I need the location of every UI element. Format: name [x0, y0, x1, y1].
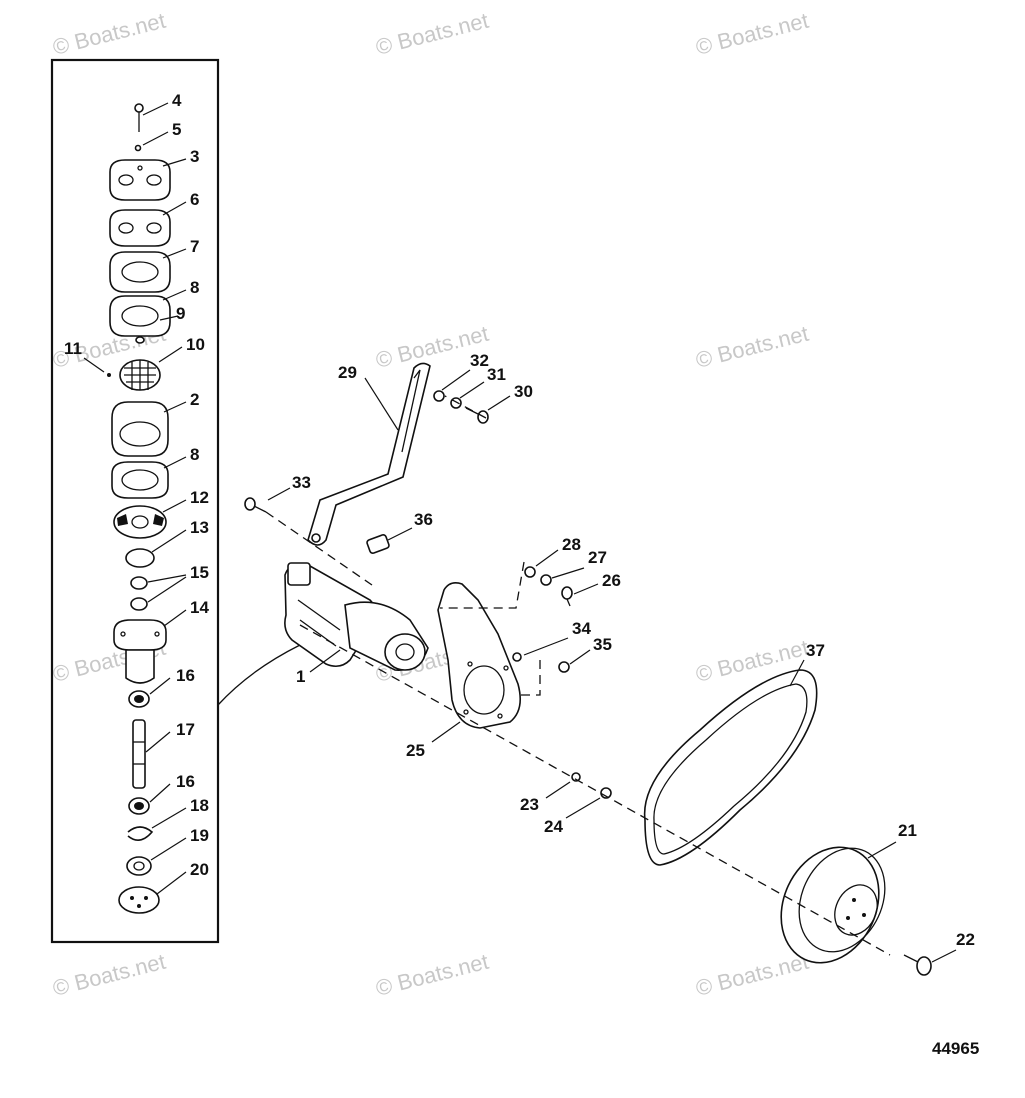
drawing-number: 44965 [932, 1039, 979, 1058]
callout-32: 32 [470, 351, 489, 370]
watermark: © Boats.net [50, 8, 168, 60]
bearing-housing-part-14 [113, 619, 167, 684]
callout-14: 14 [190, 598, 209, 617]
lockwasher-part-27 [540, 574, 552, 586]
seal-part-15 [130, 576, 148, 611]
spacer-part-28 [524, 566, 536, 578]
key-part-11 [107, 373, 111, 377]
watermark: © Boats.net [693, 321, 811, 373]
fitting-part-36 [366, 534, 390, 554]
callout-23: 23 [520, 795, 539, 814]
callout-11: 11 [64, 339, 82, 358]
callout-36: 36 [414, 510, 433, 529]
callout-25: 25 [406, 741, 425, 760]
impeller-part-10 [119, 359, 161, 391]
callout-20: 20 [190, 860, 209, 879]
adjusting-bracket-part-29 [307, 362, 431, 546]
callout-8: 8 [190, 278, 199, 297]
callout-34: 34 [572, 619, 591, 638]
gasket-part-8-lower [111, 461, 169, 499]
washer-part-19 [126, 856, 152, 876]
callout-29: 29 [338, 363, 357, 382]
wear-plate-part-7 [109, 251, 171, 293]
washer-part-5 [134, 144, 142, 152]
watermark: © Boats.net [373, 949, 491, 1001]
watermark: © Boats.net [50, 949, 168, 1001]
callout-9: 9 [176, 304, 185, 323]
o-ring-part-13 [125, 548, 155, 568]
callout-13: 13 [190, 518, 209, 537]
callout-26: 26 [602, 571, 621, 590]
callout-19: 19 [190, 826, 209, 845]
callout-31: 31 [487, 365, 506, 384]
callout-30: 30 [514, 382, 533, 401]
pulley-part-21 [780, 846, 886, 964]
gasket-part-8-upper [109, 295, 171, 337]
flange-part-20 [118, 886, 160, 914]
pump-housing-part-2 [111, 401, 169, 457]
callout-10: 10 [186, 335, 205, 354]
callout-7: 7 [190, 237, 199, 256]
watermark: © Boats.net [693, 949, 811, 1001]
main-leader-lines [267, 369, 957, 963]
callout-35: 35 [593, 635, 612, 654]
bolt-part-22 [903, 954, 932, 976]
washer-part-32 [433, 390, 445, 402]
washer-part-34 [512, 652, 522, 662]
callout-4: 4 [172, 91, 182, 110]
callout-12: 12 [190, 488, 209, 507]
ring-part-9 [135, 336, 145, 344]
bolt-part-26 [561, 586, 573, 607]
callout-6: 6 [190, 190, 199, 209]
nut-part-35 [558, 661, 570, 673]
shaft-part-17 [132, 719, 146, 789]
callout-5: 5 [172, 120, 181, 139]
screw-part-4 [134, 103, 144, 132]
watermark: © Boats.net [693, 8, 811, 60]
wear-plate-part-12 [113, 505, 167, 539]
callout-28: 28 [562, 535, 581, 554]
callout-17: 17 [176, 720, 195, 739]
callout-1: 1 [296, 667, 305, 686]
callout-15: 15 [190, 563, 209, 582]
callout-37: 37 [806, 641, 825, 660]
callout-33: 33 [292, 473, 311, 492]
exploded-pump-parts [107, 103, 171, 914]
washer-part-23 [571, 772, 581, 782]
callout-3: 3 [190, 147, 199, 166]
nut-part-24 [600, 787, 612, 799]
bearing-part-16-lower [128, 797, 150, 815]
watermark: © Boats.net [373, 8, 491, 60]
gasket-part-6 [109, 209, 171, 247]
callout-22: 22 [956, 930, 975, 949]
bolt-part-33 [244, 497, 267, 513]
callout-21: 21 [898, 821, 917, 840]
callout-27: 27 [588, 548, 607, 567]
alignment-lines [265, 395, 891, 956]
exploded-leader-lines [83, 102, 187, 895]
water-pump-part-1 [284, 562, 429, 671]
main-callouts: 29 32 31 30 33 36 28 27 26 34 35 37 1 25… [292, 351, 975, 949]
cover-plate-part-3 [109, 159, 171, 201]
callout-2: 2 [190, 390, 199, 409]
drive-belt-part-37 [643, 669, 818, 866]
bolt-part-30 [465, 407, 489, 424]
exploded-view-frame [50, 58, 220, 944]
callout-8: 8 [190, 445, 199, 464]
main-assembly [244, 362, 932, 976]
exploded-view-connector [217, 644, 301, 706]
callout-24: 24 [544, 817, 563, 836]
snap-ring-part-18 [127, 826, 154, 841]
bearing-part-16-upper [128, 690, 150, 708]
callout-18: 18 [190, 796, 209, 815]
mounting-bracket-part-25 [437, 582, 521, 729]
callout-16: 16 [176, 666, 195, 685]
callout-16: 16 [176, 772, 195, 791]
exploded-callouts: 4 5 3 6 7 8 9 11 10 2 8 12 13 15 14 16 1… [64, 91, 209, 879]
